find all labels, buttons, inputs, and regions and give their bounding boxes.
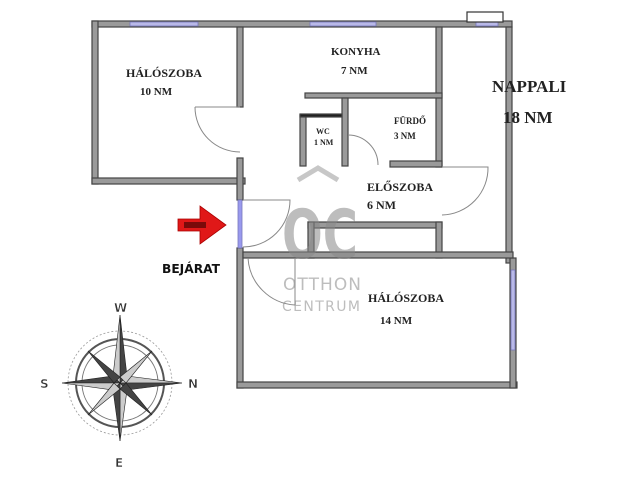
compass-south-label: S <box>40 377 49 391</box>
door-swings <box>194 106 489 306</box>
room-bedroom2-name: HÁLÓSZOBA <box>368 291 444 305</box>
room-bath-name: FÜRDŐ <box>394 116 426 126</box>
room-kitchen-name: KONYHA <box>331 46 381 58</box>
room-hall-name: ELŐSZOBA <box>367 179 433 194</box>
compass-west-label: W <box>114 301 127 315</box>
room-bath-area: 3 NM <box>394 131 416 141</box>
room-bedroom2-area: 14 NM <box>380 315 413 327</box>
room-bedroom1-area: 10 NM <box>140 86 173 98</box>
room-living-name: NAPPALI <box>492 77 567 96</box>
room-bedroom1-name: HÁLÓSZOBA <box>126 66 202 80</box>
room-wc-name: WC <box>316 127 330 136</box>
watermark: OC OTTHON CENTRUM <box>282 165 361 315</box>
watermark-logo: OC <box>282 196 358 275</box>
room-living-area: 18 NM <box>503 108 553 127</box>
room-wc-area: 1 NM <box>314 138 334 147</box>
watermark-line2: CENTRUM <box>282 299 360 315</box>
windows <box>129 11 516 351</box>
entrance-arrow-icon <box>177 205 227 245</box>
room-hall-area: 6 NM <box>367 198 396 212</box>
compass-north-label: N <box>188 377 198 391</box>
watermark-line1: OTTHON <box>283 275 361 295</box>
compass-east-label: E <box>115 456 123 470</box>
entrance-label: BEJÁRAT <box>162 261 221 276</box>
walls <box>91 20 518 389</box>
room-kitchen-area: 7 NM <box>341 65 368 77</box>
compass-rose-icon <box>61 314 183 442</box>
